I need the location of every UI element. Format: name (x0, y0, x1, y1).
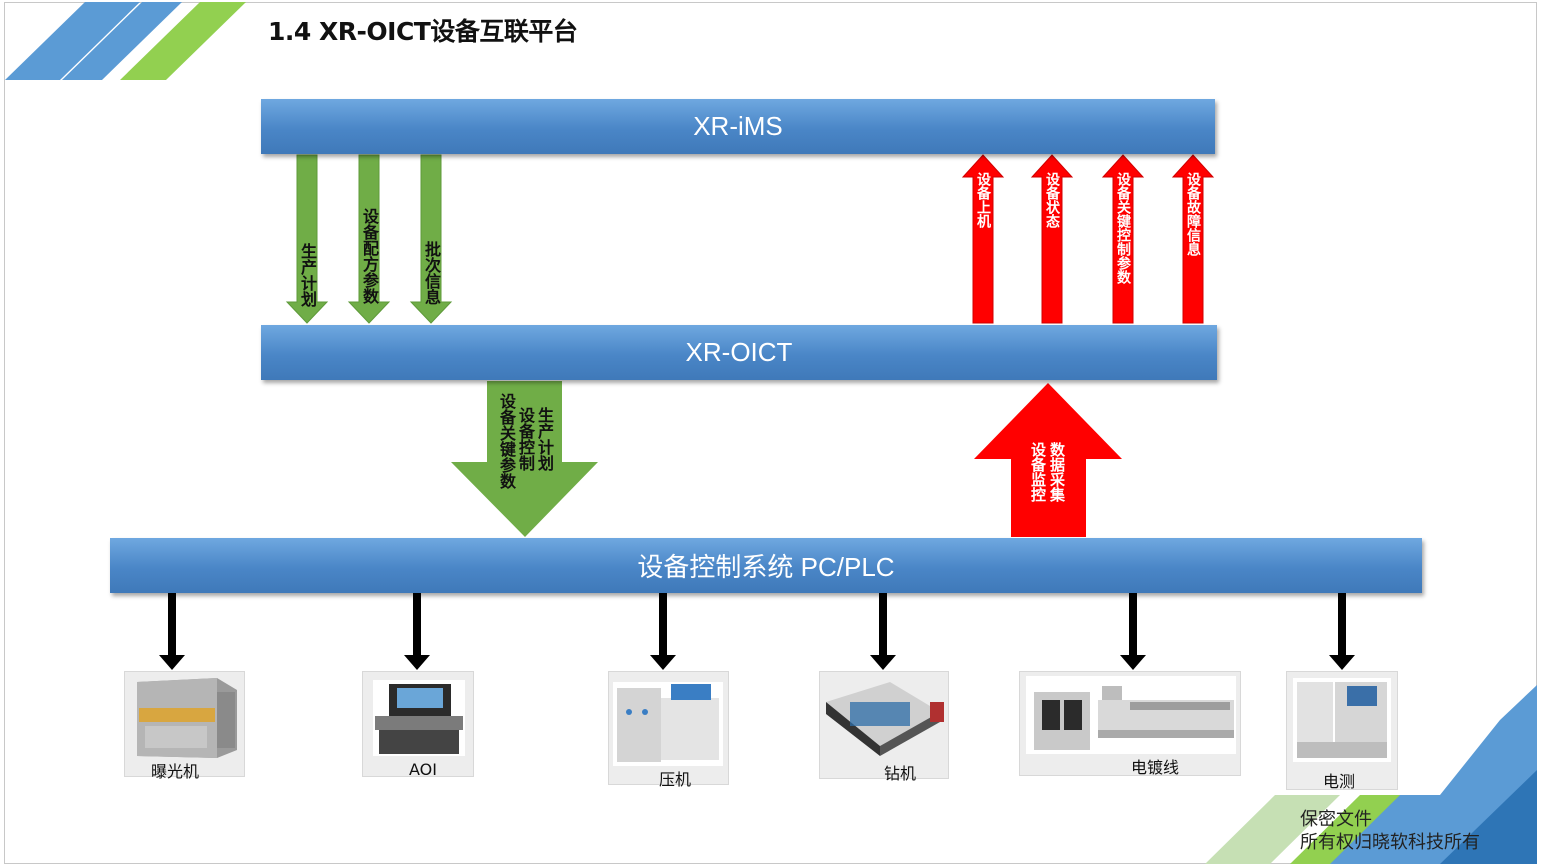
aoi-machine-icon (373, 680, 465, 756)
machine-aoi: AOI (362, 671, 474, 779)
machine-press: 压机 (608, 671, 729, 789)
machine-electrical-test: 电测 (1286, 671, 1398, 791)
machine-arrows (159, 593, 1355, 670)
slide-frame (4, 2, 1537, 864)
machine-plating-line: 电镀线 (1019, 671, 1241, 777)
stripe (1440, 770, 1537, 864)
machine-exposure: 曝光机 (124, 671, 245, 781)
corner-stripes-top-left (5, 2, 246, 80)
big-up-label-1: 数据采集 (1048, 442, 1066, 502)
stripe (1330, 685, 1537, 864)
machine-drill: 钻机 (819, 671, 949, 783)
footer-confidential: 保密文件 (1300, 809, 1372, 830)
machine-arrow-4 (870, 593, 896, 670)
up-arrow-1 (961, 154, 1005, 324)
up-arrow-4 (1171, 154, 1215, 324)
machine-arrow-5 (1120, 593, 1146, 670)
machine-arrow-6 (1329, 593, 1355, 670)
up-arrow-label-4: 设备故障信息 (1185, 172, 1201, 256)
machine-arrow-2 (404, 593, 430, 670)
machine-label-press: 压机 (659, 770, 692, 789)
down-arrow-2 (347, 154, 391, 324)
big-down-label-3: 设备关键参数 (497, 393, 516, 489)
big-up-arrow (974, 383, 1122, 537)
plating-line-icon (1026, 676, 1236, 754)
big-down-label-2: 设备控制 (516, 407, 535, 471)
corner-stripes-bottom-right (1205, 685, 1537, 864)
down-arrow-3 (409, 154, 453, 324)
down-arrow-label-2: 设备配方参数 (360, 208, 379, 304)
machine-label-plating-line: 电镀线 (1131, 758, 1180, 777)
stripe (62, 2, 182, 80)
drill-machine-icon (826, 682, 944, 756)
press-machine-icon (613, 682, 723, 766)
up-arrows (961, 154, 1215, 324)
machine-label-electrical-test: 电测 (1323, 772, 1356, 791)
big-up-label-2: 设备监控 (1029, 442, 1047, 502)
stripe (120, 2, 246, 80)
footer-ownership: 所有权归晓软科技所有 (1300, 832, 1480, 853)
machine-arrow-3 (650, 593, 676, 670)
big-down-arrow (451, 381, 598, 537)
page-title: 1.4 XR-OICT设备互联平台 (268, 17, 578, 46)
machine-arrow-1 (159, 593, 185, 670)
down-arrow-label-3: 批次信息 (422, 241, 441, 305)
stripe (5, 2, 140, 80)
big-down-label-1: 生产计划 (535, 407, 554, 471)
down-arrow-1 (285, 154, 329, 324)
up-arrow-label-2: 设备状态 (1044, 172, 1060, 228)
down-arrow-label-1: 生产计划 (298, 243, 317, 307)
up-arrow-label-1: 设备上机 (975, 172, 991, 228)
layer-xr-oict: XR-OICT (261, 325, 1217, 380)
down-arrows (285, 154, 453, 324)
exposure-machine-icon (137, 678, 237, 758)
machine-label-exposure: 曝光机 (151, 762, 200, 781)
machine-label-drill: 钻机 (884, 764, 917, 783)
up-arrow-label-3: 设备关键控制参数 (1115, 172, 1131, 284)
up-arrow-2 (1030, 154, 1074, 324)
layer-pc-plc: 设备控制系统 PC/PLC (110, 538, 1422, 593)
layer-xr-ims: XR-iMS (261, 99, 1215, 154)
up-arrow-3 (1101, 154, 1145, 324)
machine-label-aoi: AOI (409, 760, 437, 779)
stripe (1205, 795, 1340, 864)
electrical-test-icon (1293, 678, 1391, 762)
